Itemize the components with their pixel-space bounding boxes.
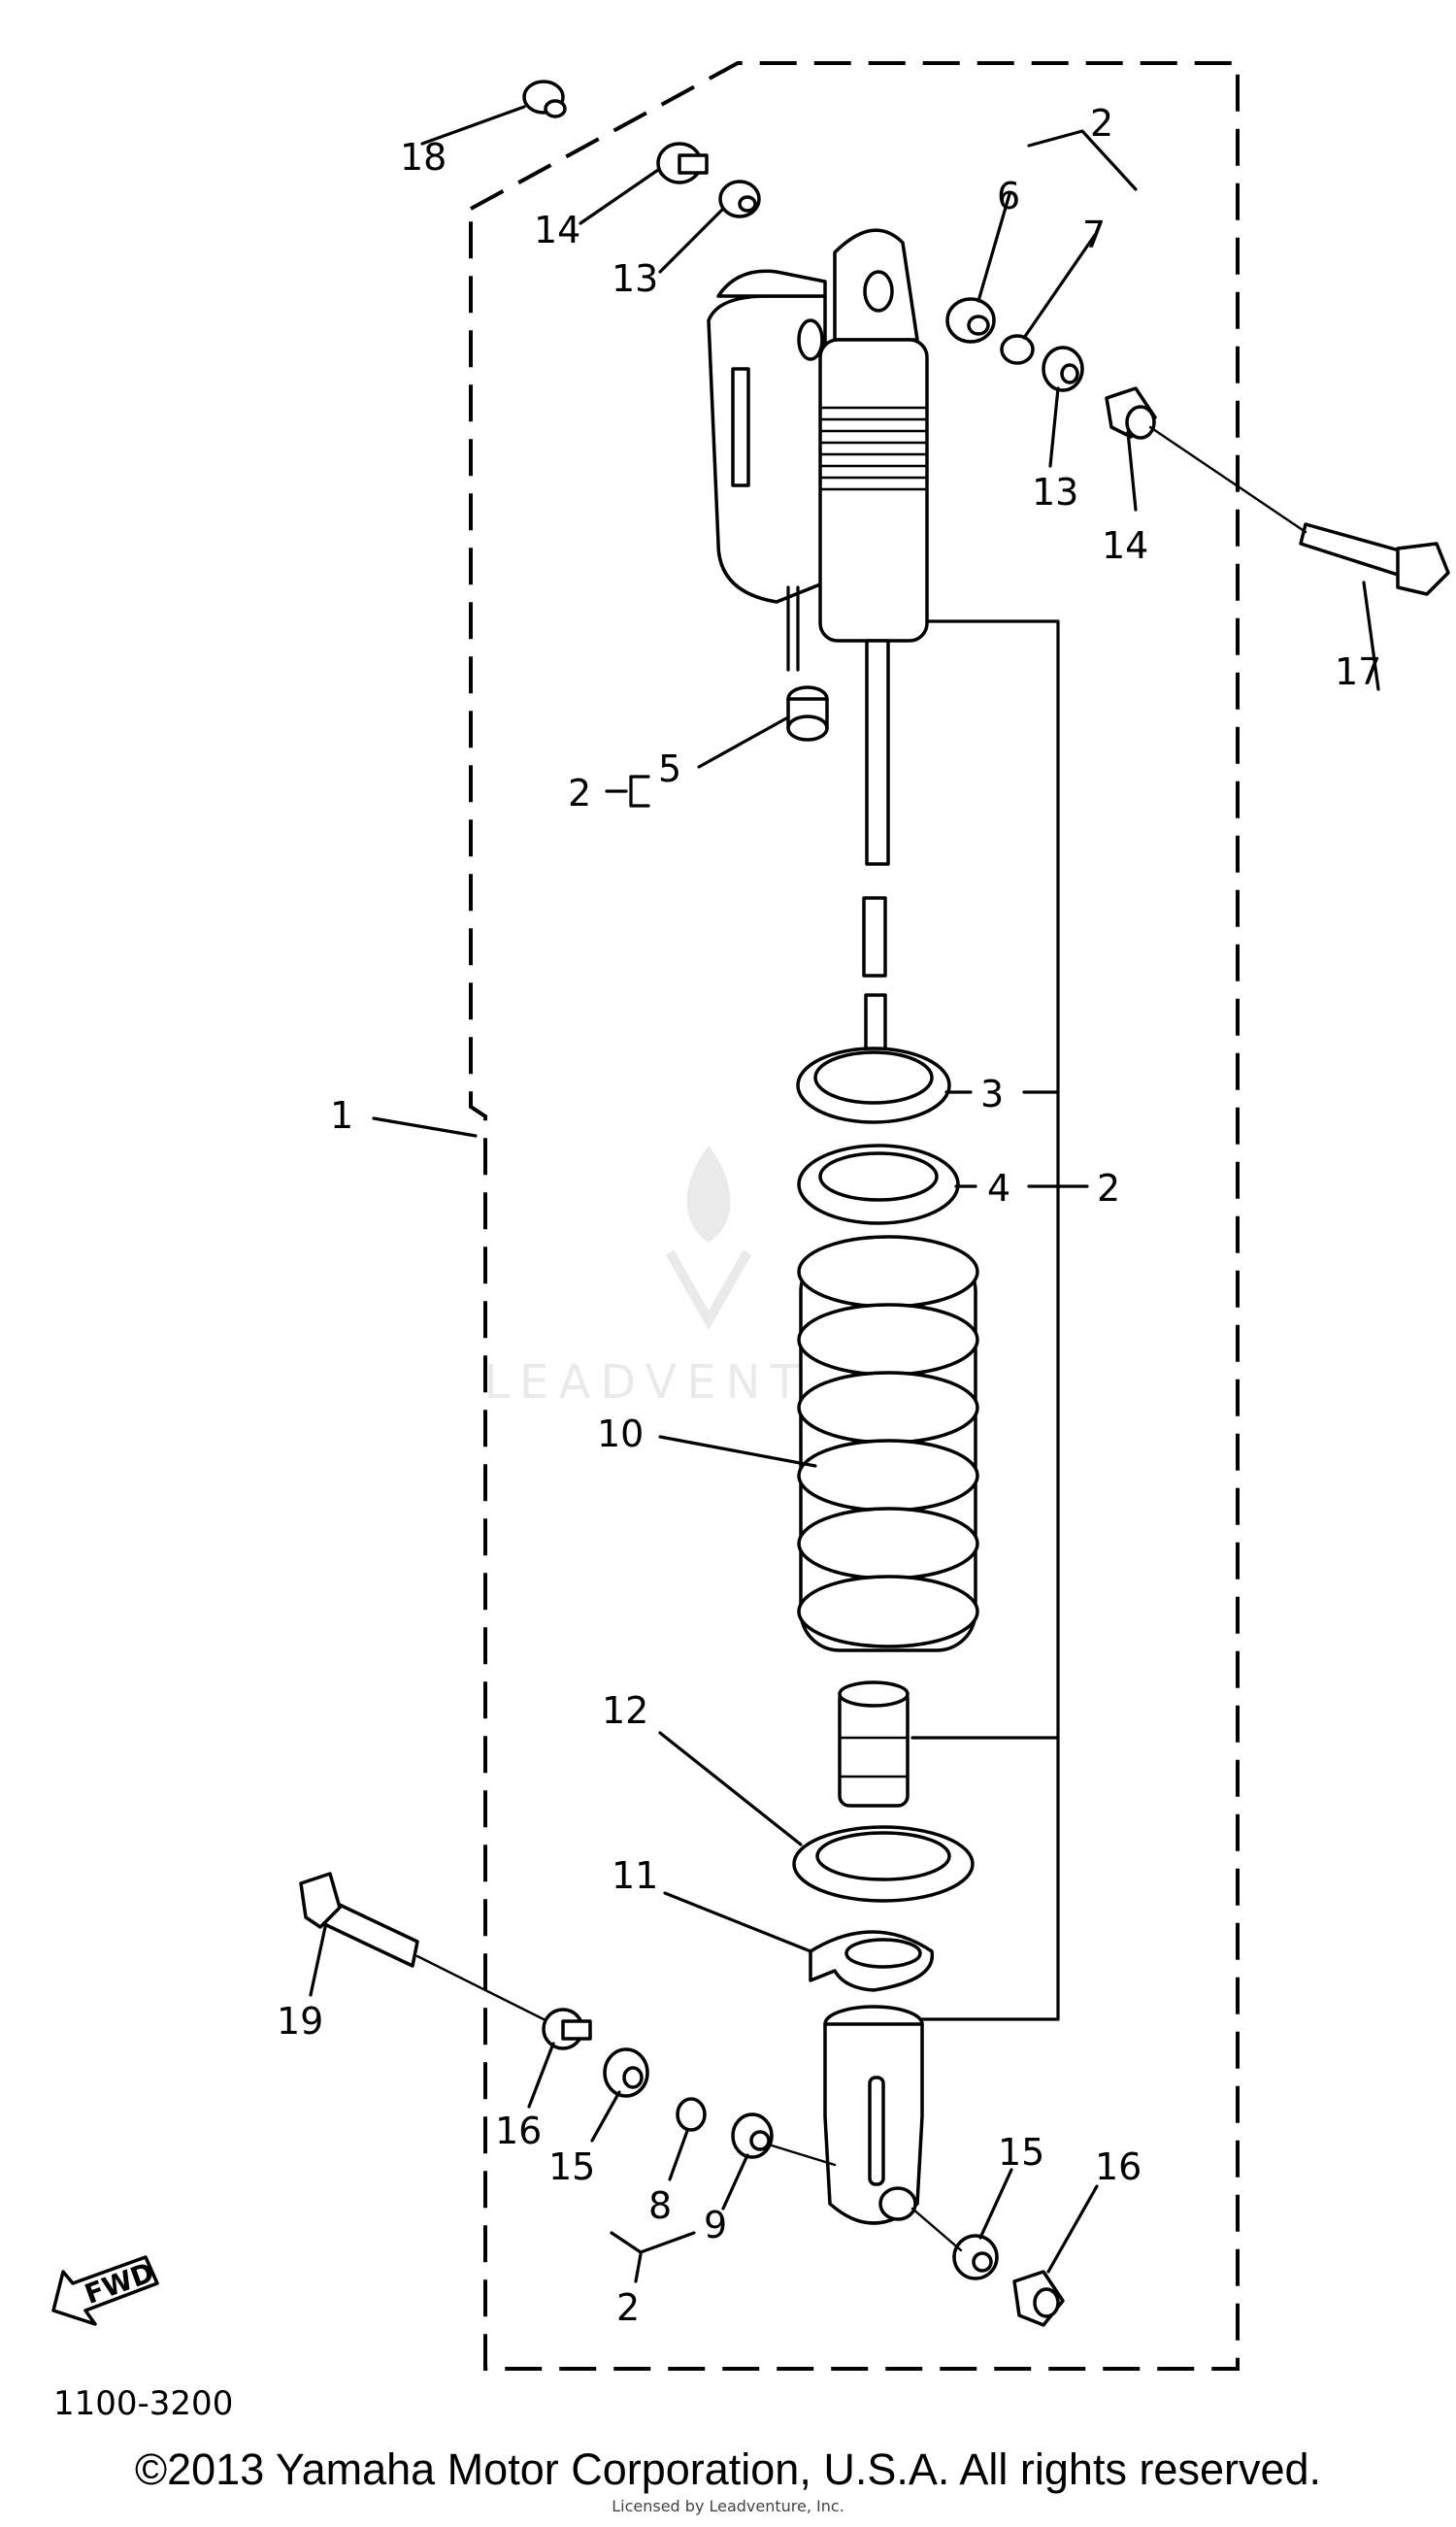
bolt-19-axis	[415, 1954, 555, 2026]
callout-19: 19	[277, 2000, 323, 2043]
callout-11: 11	[612, 1854, 658, 1897]
callout-10: 10	[597, 1413, 644, 1455]
bearing-part-6	[945, 297, 996, 344]
bushing-part-13-top	[718, 180, 761, 218]
locknut-part-3	[796, 1047, 951, 1124]
circlip-part-7	[1000, 334, 1035, 365]
bushing-part-15-right	[952, 2234, 999, 2280]
leader-lines	[309, 105, 1380, 2283]
lower-axis-right	[910, 2207, 963, 2252]
callout-2-bottom: 2	[616, 2286, 640, 2329]
collar-part-14-right	[1105, 386, 1157, 440]
stopper-part-11	[809, 1930, 935, 1992]
spring-part-10	[797, 1235, 979, 1652]
callout-2-top: 2	[1090, 102, 1113, 145]
bolt-part-17	[1299, 522, 1450, 596]
lower-clevis	[823, 2005, 924, 2225]
callout-18: 18	[400, 136, 447, 179]
ring-nut-part-4	[797, 1144, 960, 1225]
bolt-part-19	[299, 1872, 419, 1968]
collar-part-16-left	[542, 2008, 592, 2050]
callout-14-top: 14	[534, 209, 580, 251]
spring-seat-part-12	[792, 1825, 975, 1903]
callout-6: 6	[997, 175, 1020, 217]
callout-13-right: 13	[1032, 471, 1078, 514]
callout-15-left: 15	[548, 2145, 595, 2188]
callout-2-left: 2	[568, 772, 591, 815]
collar-part-16-right	[1012, 2270, 1065, 2327]
license-notice: Licensed by Leadventure, Inc.	[612, 2497, 844, 2515]
bushing-part-13-right	[1042, 346, 1084, 392]
fwd-label: FWD	[81, 2256, 158, 2311]
callout-16-left: 16	[495, 2110, 542, 2152]
bushing-part-15-left	[603, 2047, 649, 2098]
callout-4: 4	[987, 1167, 1010, 1210]
assembly-boundary	[469, 61, 1240, 2371]
diagram-code: 1100-3200	[53, 2384, 233, 2423]
callout-1: 1	[330, 1094, 353, 1137]
oil-seal-part-8	[676, 2097, 707, 2132]
callout-14-right: 14	[1102, 524, 1148, 567]
collar-part-18	[522, 80, 567, 118]
callout-5: 5	[658, 748, 681, 790]
callout-17: 17	[1335, 650, 1381, 693]
callout-9: 9	[704, 2204, 727, 2246]
shock-body	[786, 228, 929, 1075]
callout-3: 3	[980, 1073, 1004, 1115]
callout-8: 8	[648, 2184, 672, 2227]
callout-13-top: 13	[612, 257, 658, 300]
reservoir	[707, 269, 827, 604]
bearing-part-9	[731, 2112, 774, 2159]
bump-stop	[838, 1680, 910, 1808]
bolt-17-axis	[1148, 425, 1307, 534]
lower-axis-left	[770, 2144, 837, 2167]
callout-12: 12	[602, 1689, 648, 1732]
callout-2-right: 2	[1097, 1167, 1120, 1210]
callout-labels: 18 14 13 2 6 7 13 14 17 5 2 3 4 2 1 10 1…	[277, 102, 1381, 2329]
callout-16-right: 16	[1095, 2145, 1142, 2188]
copyright-notice: ©2013 Yamaha Motor Corporation, U.S.A. A…	[134, 2444, 1322, 2494]
adjuster-nut-part-5	[786, 685, 829, 742]
callout-15-right: 15	[998, 2131, 1044, 2174]
fwd-arrow: FWD	[51, 2255, 159, 2326]
collar-part-14-top	[656, 142, 709, 184]
callout-7: 7	[1082, 214, 1106, 256]
